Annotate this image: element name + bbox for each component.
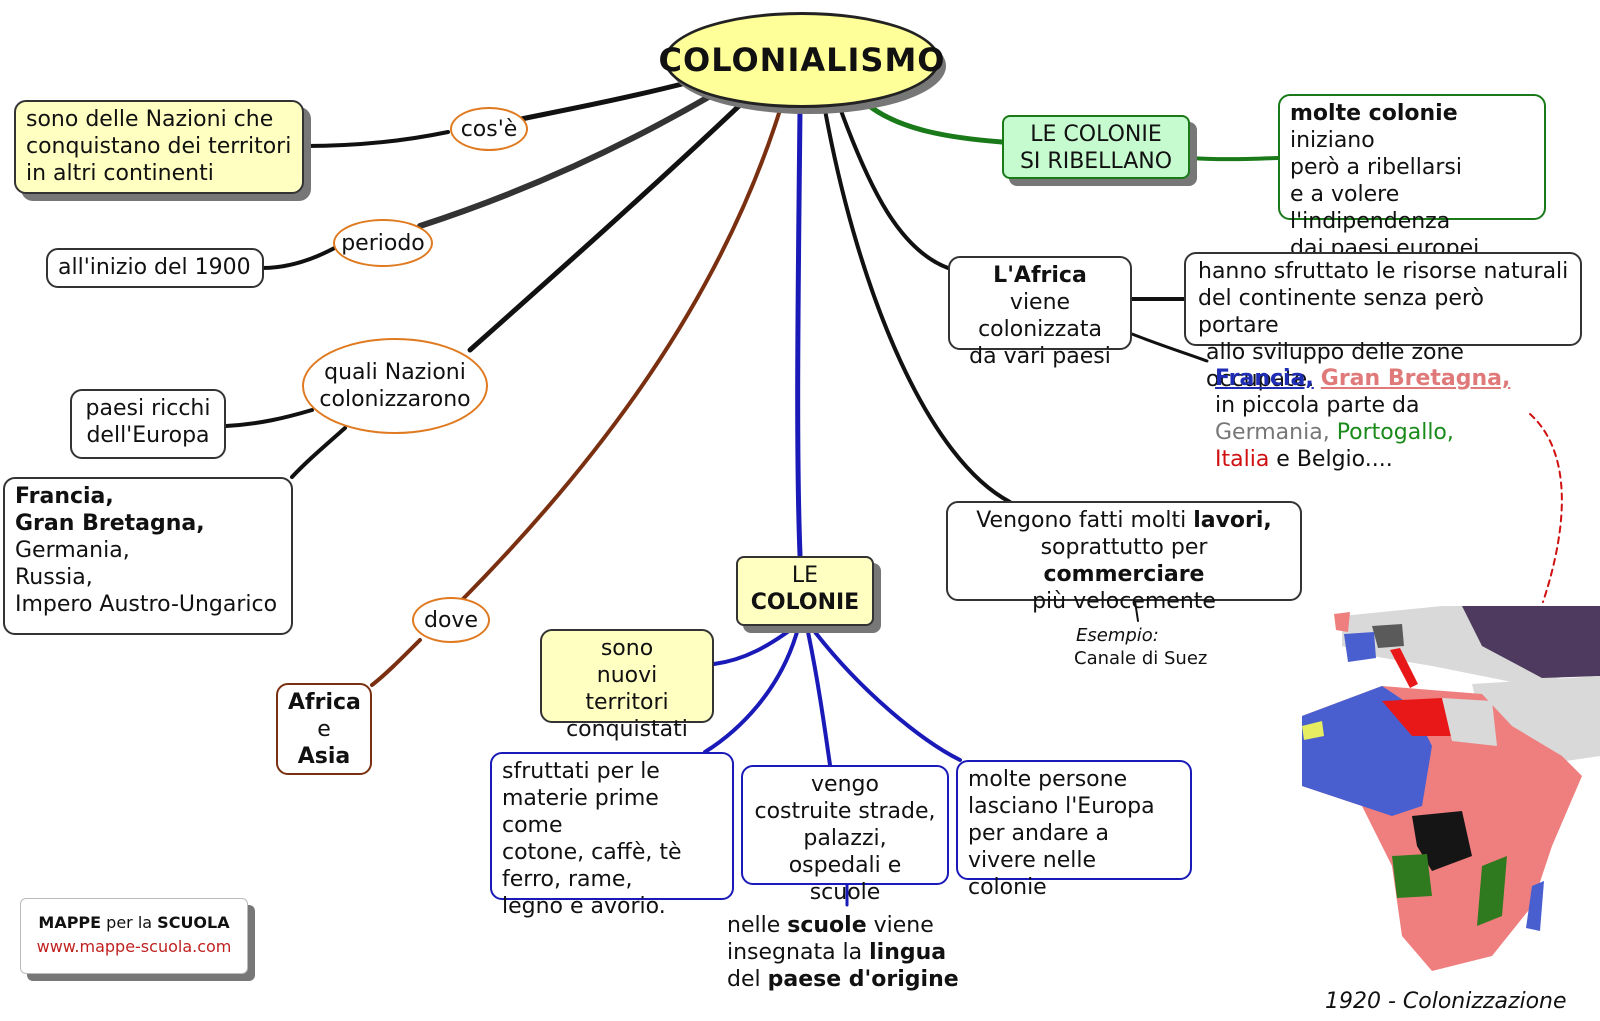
map-britain-eu	[1334, 612, 1350, 632]
link-title-dove	[460, 108, 782, 602]
africa-1920-map	[1282, 606, 1600, 980]
map-france-eu	[1344, 632, 1376, 662]
central-topic-label: COLONIALISMO	[658, 40, 946, 79]
map-russia	[1462, 606, 1600, 678]
link-colonie-persone	[813, 630, 962, 762]
central-topic[interactable]: COLONIALISMO	[659, 12, 945, 108]
map-germany	[1372, 624, 1404, 648]
africa-asia-box[interactable]: Africa e Asia	[276, 683, 372, 775]
resources-box[interactable]: hanno sfruttato le risorse naturali del …	[1184, 252, 1582, 392]
link-africa-paesi	[1130, 332, 1209, 363]
link-colonie-sfruttati	[703, 630, 799, 754]
dove-label[interactable]: dove	[412, 597, 490, 643]
example-text: Esempio: Canale di Suez	[1074, 625, 1208, 669]
link-colonie-costruite	[806, 630, 832, 767]
map-angola	[1392, 854, 1432, 898]
link-quali-ricchi	[224, 408, 314, 428]
link-title-lavori	[823, 108, 1012, 504]
link-ribellano-text	[1188, 156, 1280, 162]
raw-materials-box[interactable]: sfruttati per le materie prime come coto…	[490, 752, 734, 919]
periodo-label[interactable]: periodo	[333, 219, 433, 267]
emigration-box[interactable]: molte persone lasciano l'Europa per anda…	[956, 760, 1192, 900]
independence-box[interactable]: molte colonie iniziano però a ribellarsi…	[1278, 94, 1546, 261]
rich-countries-box[interactable]: paesi ricchi dell'Europa	[70, 389, 226, 459]
link-title-periodo	[417, 92, 715, 229]
map-italy-eu	[1390, 648, 1418, 688]
link-paesi-map	[1529, 413, 1563, 603]
map-spain-morocco	[1302, 721, 1324, 740]
map-caption: 1920 - Colonizzazione	[1325, 989, 1567, 1014]
colonizing-countries-text: Francia, Gran Bretagna, in piccola parte…	[1215, 366, 1511, 472]
le-colonie-box[interactable]: LE COLONIE	[736, 556, 874, 626]
definition-box[interactable]: sono delle Nazioni che conquistano dei t…	[14, 100, 304, 194]
link-colonie-sono	[712, 626, 795, 666]
link-title-africa	[838, 106, 950, 270]
link-title-quali	[467, 102, 743, 353]
map-egypt	[1442, 698, 1497, 746]
map-italy-libya	[1382, 698, 1452, 736]
schools-language-text: nelle scuole viene insegnata la lingua d…	[727, 913, 959, 992]
new-territories-box[interactable]: sono nuovi territori conquistati	[540, 629, 714, 742]
quali-nazioni-label[interactable]: quali Nazioni colonizzarono	[302, 338, 488, 434]
map-madagascar	[1526, 881, 1544, 931]
africa-colonized-box[interactable]: L'Africa viene colonizzata da vari paesi	[948, 256, 1132, 369]
link-lavori-esempio	[1134, 600, 1139, 622]
link-dove-africa	[370, 638, 422, 687]
mappe-scuola-logo[interactable]: MAPPE per la SCUOLA www.mappe-scuola.com	[20, 898, 248, 974]
works-box[interactable]: Vengono fatti molti lavori, soprattutto …	[946, 501, 1302, 614]
rebellion-box[interactable]: LE COLONIE SI RIBELLANO	[1002, 115, 1190, 179]
link-periodo-text	[260, 243, 342, 270]
cose-label[interactable]: cos'è	[450, 107, 528, 151]
infrastructure-box[interactable]: vengo costruite strade, palazzi, ospedal…	[741, 765, 949, 905]
link-quali-elenco	[290, 426, 347, 479]
nations-list-box[interactable]: Francia, Gran Bretagna, Germania, Russia…	[3, 477, 293, 635]
period-box[interactable]: all'inizio del 1900	[46, 248, 264, 288]
link-title-colonie	[795, 107, 803, 558]
link-cose-definition	[303, 130, 450, 148]
map-mozambique	[1477, 856, 1507, 926]
link-title-ribellano	[865, 102, 1005, 145]
